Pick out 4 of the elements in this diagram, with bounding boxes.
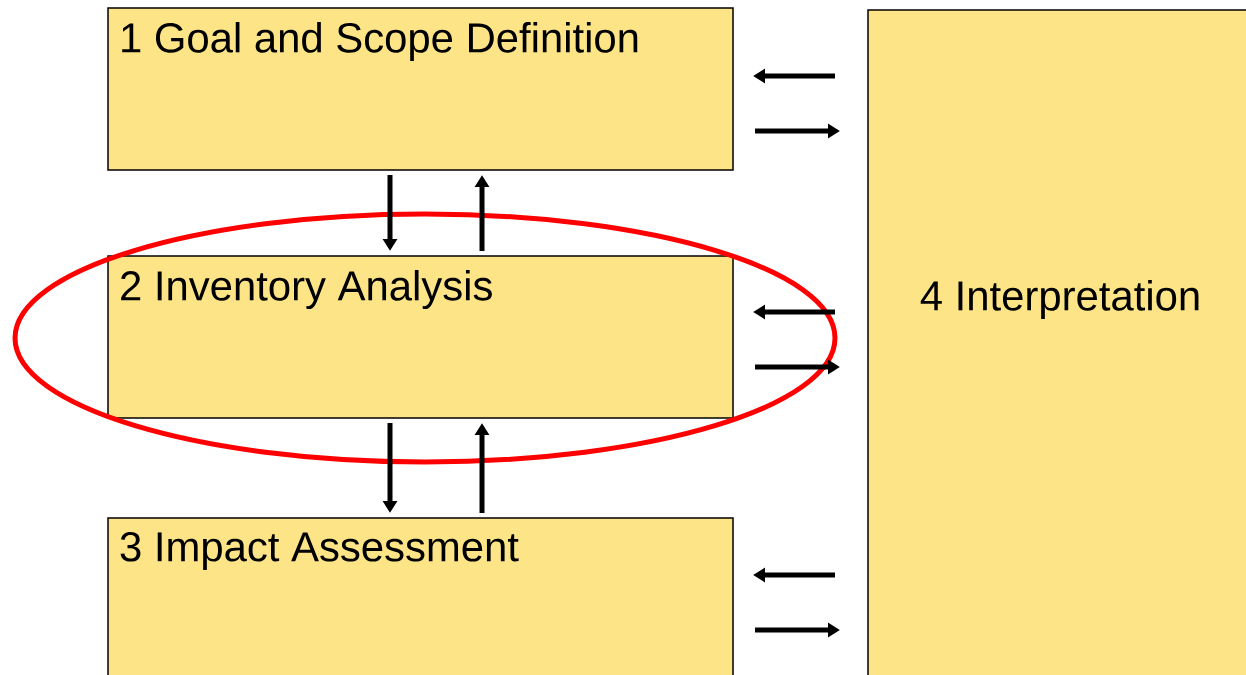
process-box: 3 Impact Assessment	[107, 517, 734, 675]
process-box: 4 Interpretation	[867, 9, 1246, 675]
process-box: 2 Inventory Analysis	[107, 255, 734, 419]
process-box: 1 Goal and Scope Definition	[107, 7, 734, 171]
